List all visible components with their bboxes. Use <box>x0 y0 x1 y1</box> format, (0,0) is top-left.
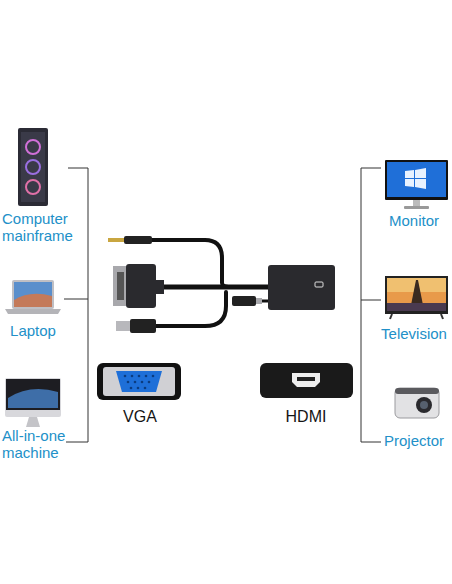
hdmi-port <box>260 363 353 398</box>
device-label: Computer mainframe <box>2 210 88 244</box>
all-in-one-icon <box>5 378 61 427</box>
usb-plug <box>116 319 156 333</box>
projector-icon <box>395 388 439 418</box>
device-label: All-in-one machine <box>2 427 88 461</box>
port-label: VGA <box>100 408 180 425</box>
vga-plug <box>113 264 164 308</box>
television-icon <box>385 276 448 319</box>
device-label: Television <box>378 325 450 342</box>
audio-jack <box>108 236 152 244</box>
vga-port <box>97 363 181 400</box>
adapter-box <box>268 265 335 310</box>
device-label: Monitor <box>378 212 450 229</box>
adapter-cable <box>150 240 268 326</box>
laptop-icon <box>5 280 61 314</box>
port-label: HDMI <box>266 408 346 425</box>
computer-icon <box>18 128 48 206</box>
bracket <box>64 168 88 442</box>
bracket <box>361 168 381 442</box>
device-label: Projector <box>378 432 450 449</box>
monitor-icon <box>385 160 448 209</box>
micro-usb-plug <box>232 296 262 306</box>
device-label: Laptop <box>3 322 63 339</box>
